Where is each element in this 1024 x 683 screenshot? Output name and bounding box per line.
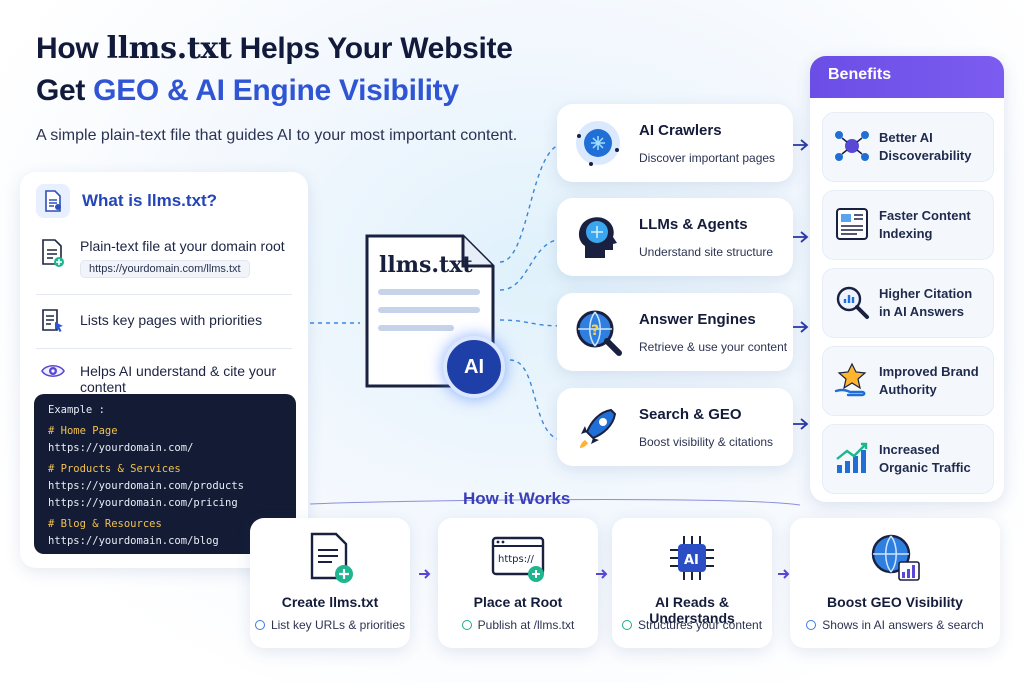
globe-magnifier-icon: ? (571, 305, 625, 359)
info-dot-icon (806, 620, 817, 630)
divider (36, 348, 292, 349)
llms-file-graphic: llms.txt AI (363, 232, 505, 398)
document-plus-icon (40, 238, 66, 273)
svg-text:AI: AI (684, 553, 699, 568)
check-dot-icon (461, 620, 472, 630)
consumer-card-search-geo: Search & GEO Boost visibility & citation… (557, 388, 793, 466)
info-dot-icon (254, 620, 265, 630)
page-title: How llms.txt Helps Your Website Get GEO … (36, 31, 513, 107)
what-is-header: What is llms.txt? (36, 184, 217, 218)
url-pill: https://yourdomain.com/llms.txt (80, 260, 250, 278)
step-create: Create llms.txt List key URLs & prioriti… (250, 518, 410, 648)
create-file-icon (302, 530, 358, 586)
what-is-item: Plain-text file at your domain root http… (40, 238, 285, 278)
what-is-item: Helps AI understand & cite your content (40, 360, 308, 395)
growth-chart-icon (833, 439, 871, 477)
head-brain-icon (571, 210, 625, 264)
ai-eye-icon (40, 360, 66, 387)
document-lines-icon (833, 205, 871, 243)
consumer-card-llms-agents: LLMs & Agents Understand site structure (557, 198, 793, 276)
arrow-right-icon (778, 569, 790, 579)
svg-text:https://: https:// (498, 554, 534, 565)
check-dot-icon (621, 620, 632, 630)
divider (36, 294, 292, 295)
what-is-heading: What is llms.txt? (82, 191, 218, 210)
search-chart-icon (833, 283, 871, 321)
arrow-right-icon (596, 569, 608, 579)
title-highlight: GEO & AI Engine Visibility (93, 74, 459, 107)
globe-chart-icon (867, 530, 923, 586)
list-cursor-icon (40, 308, 66, 341)
ai-chip-icon: AI (664, 530, 720, 586)
arrow-right-icon (419, 569, 431, 579)
step-place-root: https:// Place at Root Publish at /llms.… (438, 518, 598, 648)
star-hand-icon (833, 361, 871, 399)
brain-chip-icon (571, 116, 625, 170)
browser-window-icon: https:// (490, 530, 546, 586)
what-is-panel: What is llms.txt? Plain-text file at you… (20, 172, 308, 568)
benefits-heading: Benefits (810, 56, 1004, 98)
step-ai-reads: AI AI Reads & Understands Structures you… (612, 518, 772, 648)
ai-badge: AI (443, 336, 505, 398)
svg-text:?: ? (591, 323, 599, 339)
network-icon (833, 127, 871, 165)
what-is-item: Lists key pages with priorities (40, 308, 262, 341)
rocket-icon (571, 400, 625, 454)
file-label: llms.txt (379, 252, 473, 278)
document-icon (36, 184, 70, 218)
page-subtitle: A simple plain-text file that guides AI … (36, 127, 518, 144)
consumer-card-answer-engines: ? Answer Engines Retrieve & use your con… (557, 293, 793, 371)
step-boost-geo: Boost GEO Visibility Shows in AI answers… (790, 518, 1000, 648)
consumer-card-ai-crawlers: AI Crawlers Discover important pages (557, 104, 793, 182)
how-it-works-heading: How it Works (463, 489, 571, 508)
